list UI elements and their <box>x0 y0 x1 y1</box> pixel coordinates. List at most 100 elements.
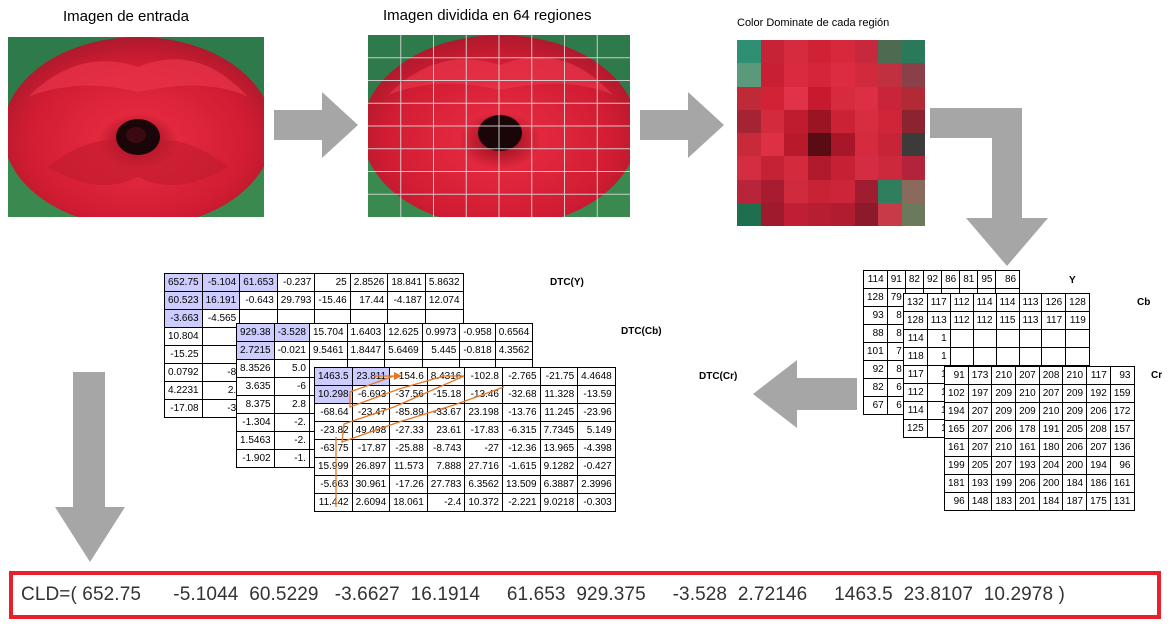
dominant-color-cell <box>901 133 925 157</box>
matrix-cell: 161 <box>944 438 969 457</box>
dominant-color-cell <box>831 40 855 64</box>
matrix-cell: 115 <box>995 311 1020 330</box>
matrix-cell: 173 <box>967 366 993 385</box>
matrix-cell: 82 <box>904 270 924 289</box>
matrix-cell: 148 <box>967 492 993 511</box>
matrix-cell: 3.635 <box>236 377 275 396</box>
matrix-cell: 118 <box>903 347 928 366</box>
ycbcr-y-label: Y <box>1069 275 1076 286</box>
matrix-cell: -4.565 <box>201 309 241 328</box>
matrix-cell: 208 <box>1038 366 1064 385</box>
matrix-cell: 210 <box>991 438 1017 457</box>
matrix-cell: 172 <box>1109 402 1135 421</box>
matrix-cell: -15.46 <box>314 291 351 310</box>
matrix-cell: 91 <box>944 366 969 385</box>
matrix-cell: 8.4316 <box>426 367 466 386</box>
matrix-cell: 125 <box>903 419 928 438</box>
matrix-cell: -8.743 <box>426 439 466 458</box>
matrix-cell: 113 <box>926 311 951 330</box>
matrix-cell: 128 <box>863 288 888 307</box>
matrix-cell: 7.7345 <box>539 421 579 440</box>
matrix-cell: 0.6564 <box>494 323 534 342</box>
matrix-cell: -6.315 <box>501 421 541 440</box>
dominant-color-cell <box>831 109 855 133</box>
matrix-cell: 207 <box>991 456 1017 475</box>
dominant-color-cell <box>854 202 878 226</box>
dominant-color-cell <box>878 202 902 226</box>
matrix-cell: -17.83 <box>464 421 503 440</box>
matrix-cell: 10.372 <box>464 493 503 512</box>
matrix-cell: 8.375 <box>236 395 275 414</box>
matrix-cell: 200 <box>1038 474 1064 493</box>
dominant-color-cell <box>878 86 902 110</box>
dominant-color-cell <box>831 133 855 157</box>
matrix-cell: 194 <box>1086 456 1111 475</box>
matrix-cell <box>1018 329 1043 348</box>
matrix-cell: 205 <box>967 456 993 475</box>
input-image-label: Imagen de entrada <box>63 8 189 25</box>
matrix-cell: 30.961 <box>351 475 391 494</box>
matrix-cell: 18.841 <box>387 273 426 292</box>
matrix-cell: 126 <box>1041 293 1067 312</box>
matrix-cell: -0.021 <box>273 341 310 360</box>
matrix-cell: 183 <box>991 492 1017 511</box>
dominant-color-cell <box>901 202 925 226</box>
matrix-cell: 112 <box>903 383 928 402</box>
arrow-left <box>753 360 857 428</box>
matrix-cell: 15.704 <box>308 323 348 342</box>
ycbcr-cb-label: Cb <box>1137 297 1151 308</box>
matrix-cell: -0.427 <box>577 457 616 476</box>
matrix-cell: -85.89 <box>389 403 428 422</box>
matrix-cell: -0.643 <box>239 291 278 310</box>
matrix-cell: -1. <box>273 449 310 468</box>
matrix-cell: -1.615 <box>501 457 541 476</box>
matrix-cell: -27.33 <box>389 421 428 440</box>
matrix-cell: 181 <box>944 474 969 493</box>
dominant-color-cell <box>807 179 831 203</box>
matrix-cell: 5.0 <box>273 359 310 378</box>
matrix-cell: 929.38 <box>236 323 275 342</box>
matrix-cell: 11.245 <box>539 403 579 422</box>
matrix-cell: 61.653 <box>239 273 278 292</box>
matrix-cell: 6.3887 <box>539 475 579 494</box>
matrix-cell <box>972 329 997 348</box>
matrix-cell <box>949 347 974 366</box>
dct-cb-label: DTC(Cb) <box>621 326 662 337</box>
matrix-cell: 197 <box>967 384 993 403</box>
matrix-cell: 0.0792 <box>164 363 203 382</box>
matrix-cell: 96 <box>944 492 969 511</box>
matrix-cell: 193 <box>967 474 993 493</box>
matrix-cell: 12.074 <box>424 291 464 310</box>
matrix-cell: 199 <box>991 474 1017 493</box>
dominant-color-cell <box>737 109 761 133</box>
dominant-color-cell <box>760 179 784 203</box>
matrix-cell: 4.2231 <box>164 381 203 400</box>
matrix-cell: 10.298 <box>314 385 353 404</box>
matrix-cell: 16.191 <box>201 291 241 310</box>
matrix-cell: 93 <box>1109 366 1135 385</box>
dominant-color-cell <box>854 133 878 157</box>
matrix-cell: 67 <box>863 396 888 415</box>
dct-y-label: DTC(Y) <box>550 277 584 288</box>
matrix-cell: 92 <box>863 360 888 379</box>
matrix-cell: 6.3562 <box>464 475 503 494</box>
matrix-cell: 207 <box>967 402 993 421</box>
matrix-cell: 27.783 <box>426 475 466 494</box>
matrix-cell: 101 <box>863 342 888 361</box>
matrix-cell: 25 <box>314 273 351 292</box>
matrix-cell: -68.64 <box>314 403 353 422</box>
matrix-cell: -3.528 <box>273 323 310 342</box>
matrix-cell: 1.8447 <box>346 341 386 360</box>
matrix-cell: -25.88 <box>389 439 428 458</box>
dominant-color-cell <box>784 202 808 226</box>
dominant-color-cell <box>737 133 761 157</box>
